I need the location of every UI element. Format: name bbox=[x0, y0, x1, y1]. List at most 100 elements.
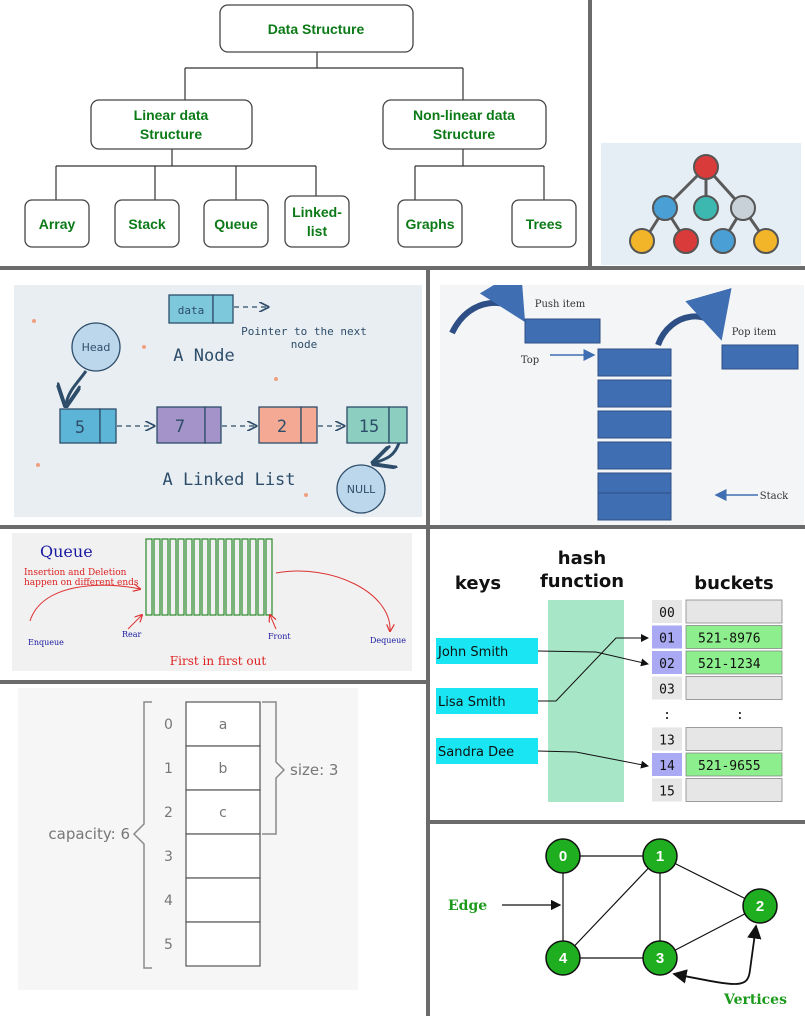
queue-label: Queue bbox=[214, 216, 258, 232]
head-label: Head bbox=[82, 341, 111, 354]
queue-box bbox=[203, 199, 269, 248]
bucket-value-box bbox=[685, 650, 783, 675]
bucket-index-box bbox=[652, 702, 682, 725]
queue-slot bbox=[161, 538, 169, 616]
stack-panel: Push item Pop item Top Stack bbox=[440, 285, 804, 525]
list-node-3: 2 bbox=[258, 406, 318, 444]
stack-slot bbox=[597, 492, 672, 521]
keys-title: keys bbox=[455, 573, 501, 594]
bucket-index: 02 bbox=[659, 657, 675, 672]
list-node-2: 7 bbox=[156, 406, 222, 444]
tree-leaf-2 bbox=[673, 228, 699, 254]
node-legend: data Pointer to the next node A Node bbox=[168, 294, 367, 366]
separator bbox=[0, 266, 805, 270]
graph-vertex-0 bbox=[545, 838, 581, 874]
tree-node-top bbox=[693, 154, 719, 180]
array-index: 2 bbox=[164, 805, 173, 821]
linear-box bbox=[90, 99, 253, 150]
bucket-index-box bbox=[652, 727, 682, 751]
bucket-value-box bbox=[685, 599, 783, 624]
push-item-box bbox=[524, 318, 601, 344]
separator bbox=[426, 266, 430, 1016]
root-box bbox=[219, 4, 414, 53]
pop-label: Pop item bbox=[732, 327, 777, 338]
array-box bbox=[24, 199, 90, 248]
stack-slot bbox=[597, 348, 672, 377]
array-cell bbox=[185, 921, 261, 967]
stack-slot bbox=[597, 379, 672, 408]
bucket-value: 521-1234 bbox=[698, 657, 761, 672]
queue-slot bbox=[153, 538, 161, 616]
bucket-value: 521-8976 bbox=[698, 632, 761, 647]
trees-box bbox=[511, 199, 577, 248]
tree-icon-panel bbox=[601, 143, 801, 265]
nonlinear-label-2: Structure bbox=[433, 126, 495, 142]
bucket-value-box bbox=[685, 752, 783, 777]
graph-vertex-2 bbox=[742, 888, 778, 924]
nonlinear-label-1: Non-linear data bbox=[413, 107, 515, 123]
queue-slot bbox=[185, 538, 193, 616]
array-index: 1 bbox=[164, 761, 173, 777]
queue-slot bbox=[233, 538, 241, 616]
array-index: 4 bbox=[164, 893, 173, 909]
graph-vertex-1 bbox=[642, 838, 678, 874]
pop-item-box bbox=[721, 344, 799, 370]
tree-node-right bbox=[730, 195, 756, 221]
queue-slot bbox=[241, 538, 249, 616]
queue-slot bbox=[193, 538, 201, 616]
queue-slot bbox=[249, 538, 257, 616]
tree-node-mid bbox=[693, 195, 719, 221]
size-label: size: 3 bbox=[290, 761, 338, 779]
linked-list-caption: A Linked List bbox=[162, 470, 295, 490]
graph-panel: 0 1 2 3 4 Edge Vertices bbox=[436, 828, 804, 1014]
bucket-index-box bbox=[652, 778, 682, 802]
enqueue-label: Enqueue bbox=[28, 638, 64, 647]
array-value: a bbox=[219, 717, 228, 733]
key-text: Sandra Dee bbox=[438, 745, 514, 760]
array-cell bbox=[185, 789, 261, 835]
vertex-label: 0 bbox=[559, 848, 567, 865]
stack-slot bbox=[597, 441, 672, 470]
front-label: Front bbox=[268, 632, 291, 641]
graph-vertex-4 bbox=[545, 940, 581, 976]
vertex-label: 1 bbox=[656, 848, 664, 865]
linear-label-2: Structure bbox=[140, 126, 202, 142]
stack-label: Stack bbox=[128, 216, 166, 232]
hash-function-box bbox=[548, 600, 624, 802]
vertex-label: 3 bbox=[656, 950, 664, 967]
fifo-label: First in first out bbox=[170, 654, 267, 668]
queue-slot bbox=[169, 538, 177, 616]
queue-slot bbox=[265, 538, 273, 616]
bucket-index: 01 bbox=[659, 632, 675, 647]
queue-slot bbox=[209, 538, 217, 616]
pointer-text-1: Pointer to the next bbox=[241, 325, 367, 338]
array-index: 0 bbox=[164, 717, 173, 733]
queue-slot bbox=[145, 538, 153, 616]
tree-node-left bbox=[652, 195, 678, 221]
array-cell bbox=[185, 701, 261, 747]
bucket-value-box bbox=[685, 727, 783, 751]
stack-box bbox=[114, 199, 180, 248]
bucket-index-box bbox=[652, 625, 682, 649]
head-node bbox=[71, 322, 121, 372]
queue-desc-1: Insertion and Deletion bbox=[24, 568, 127, 578]
node-data-label: data bbox=[178, 304, 205, 317]
bucket-index: 14 bbox=[659, 759, 675, 774]
bucket-index-box bbox=[652, 600, 682, 623]
graphs-label: Graphs bbox=[405, 216, 454, 232]
capacity-label: capacity: 6 bbox=[48, 825, 130, 843]
data-structure-tree: Data Structure Linear data Structure Non… bbox=[0, 0, 588, 266]
array-index: 5 bbox=[164, 937, 173, 953]
stack-label: Stack bbox=[760, 491, 789, 502]
array-cell bbox=[185, 745, 261, 791]
bucket-index-box bbox=[652, 676, 682, 700]
vertex-label: 2 bbox=[756, 898, 764, 915]
trees-label: Trees bbox=[526, 216, 563, 232]
array-value: b bbox=[219, 761, 228, 777]
linked-list-panel: data Pointer to the next node A Node Hea… bbox=[14, 285, 422, 517]
svg-text:2: 2 bbox=[277, 417, 287, 437]
key-box bbox=[436, 638, 538, 664]
vertices-label: Vertices bbox=[723, 992, 787, 1008]
graphs-box bbox=[397, 199, 463, 248]
queue-slot bbox=[225, 538, 233, 616]
